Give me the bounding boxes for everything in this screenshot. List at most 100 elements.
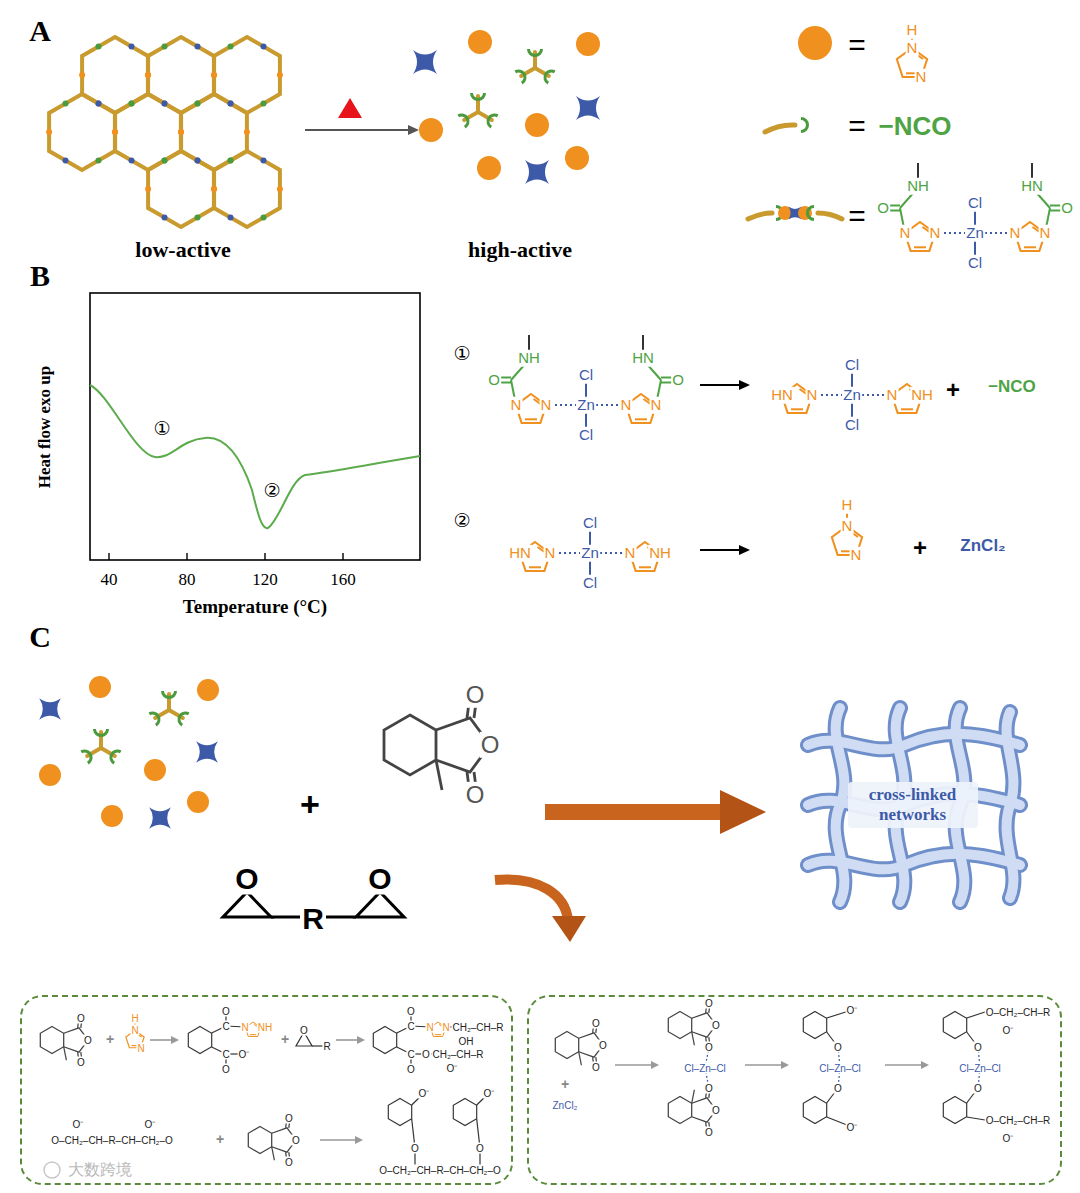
atom-label: N — [1039, 225, 1052, 242]
framework-network — [46, 37, 283, 227]
network-label: cross-linked networks — [848, 782, 978, 827]
atom-label: N — [1009, 225, 1022, 242]
atom-label: N — [929, 225, 942, 242]
atom-label: O⁻ — [446, 1063, 459, 1074]
decomposition-steps — [496, 335, 922, 579]
atom-label: O — [475, 1143, 485, 1154]
mechanism-right — [555, 1003, 985, 1133]
atom-label: O — [833, 1083, 843, 1094]
atom-label: N — [624, 545, 637, 562]
atom-label: O⁻ — [1002, 1025, 1015, 1036]
atom-label: O — [591, 1062, 601, 1073]
atom-label: O — [704, 998, 714, 1009]
atom-label: O⁻ — [144, 1119, 157, 1130]
tick-label: 80 — [179, 571, 196, 590]
atom-label: Cl — [844, 417, 860, 434]
plus-sign: + — [106, 1032, 114, 1047]
atom-label: NH — [910, 387, 934, 404]
atom-label: N — [441, 1022, 450, 1033]
atom-label: O⁻ — [1002, 1133, 1015, 1144]
atom-label: NH — [906, 178, 930, 195]
equals-sign: = — [848, 199, 866, 232]
atom-label: CH₂–CH–R — [451, 1022, 504, 1033]
atom-label: O — [465, 682, 486, 708]
tick-label: 120 — [252, 571, 278, 590]
plus-sign: + — [216, 1132, 224, 1147]
atom-label: O — [711, 1105, 721, 1116]
atom-label: H — [130, 1013, 139, 1024]
tick-label: 160 — [330, 571, 356, 590]
reaction-arrows — [495, 790, 766, 942]
atom-label: N — [510, 397, 523, 414]
atom-label: O — [1060, 200, 1074, 217]
atom-label: O⁻ — [418, 1088, 431, 1099]
atom-label: Zn — [580, 545, 600, 562]
atom-label: N — [650, 397, 663, 414]
atom-label: O⁻ — [846, 1122, 859, 1133]
atom-label: O — [876, 200, 890, 217]
atom-label: ZnCl₂ — [552, 1100, 579, 1111]
atom-label: N — [850, 547, 863, 564]
atom-label: O — [671, 372, 685, 389]
atom-label: N — [899, 225, 912, 242]
atom-label: Cl — [844, 357, 860, 374]
atom-label: O — [406, 1064, 416, 1075]
state-caption: high-active — [468, 238, 572, 262]
atom-label: Zn — [842, 387, 862, 404]
atom-label: Zn — [576, 397, 596, 414]
mechanism-box: OOO+HNNCONNHCO⁻O+OROCNNCH₂–CH–ROHCOOCH₂–… — [20, 995, 513, 1185]
released-species — [413, 30, 600, 184]
atom-label: O — [591, 1018, 601, 1029]
panel-letter: C — [29, 620, 51, 653]
atom-label: N — [806, 387, 819, 404]
atom-label: N — [841, 518, 854, 535]
atom-label: O⁻ — [483, 1088, 496, 1099]
atom-label: C — [406, 1021, 415, 1032]
atom-label: O — [833, 1042, 843, 1053]
atom-label: N — [425, 1022, 434, 1033]
atom-label: O — [221, 1006, 231, 1017]
atom-label: Cl — [582, 515, 598, 532]
atom-label: HN — [631, 350, 655, 367]
atom-label: O — [598, 1040, 608, 1051]
atom-label: O⁻ — [72, 1119, 85, 1130]
panel-letter: A — [29, 14, 51, 47]
reactants — [39, 676, 490, 917]
atom-label: O–CH₂–CH–R — [985, 1007, 1051, 1018]
formula-label: ZnCl₂ — [960, 537, 1005, 556]
atom-label: O — [421, 1049, 431, 1060]
atom-label: HN — [770, 387, 794, 404]
atom-label: O — [284, 1157, 294, 1168]
heat-arrow — [305, 98, 419, 135]
atom-label: O — [410, 1143, 420, 1154]
atom-label: N — [620, 397, 633, 414]
atom-label: Cl–Zn–Cl — [958, 1063, 1002, 1074]
atom-label: N — [915, 69, 928, 86]
atom-label: Cl — [578, 427, 594, 444]
atom-label: O–CH₂–CH–R — [985, 1115, 1051, 1126]
atom-label: OH — [458, 1036, 475, 1047]
atom-label: C — [406, 1049, 415, 1060]
atom-label: O — [406, 1006, 416, 1017]
atom-label: HN — [1020, 178, 1044, 195]
callout-number: ① — [153, 418, 170, 439]
plus-sign: + — [281, 1032, 289, 1047]
atom-label: N — [240, 1022, 249, 1033]
atom-label: O — [704, 1127, 714, 1138]
atom-label: O — [76, 1013, 86, 1024]
atom-label: Cl–Zn–Cl — [818, 1063, 862, 1074]
plus-sign: + — [946, 377, 960, 403]
atom-label: Cl — [578, 367, 594, 384]
plus-sign: + — [561, 1077, 569, 1092]
axis-title: Heat flow exo up — [36, 366, 55, 488]
group-label: −NCO — [988, 378, 1036, 397]
atom-label: N — [540, 397, 553, 414]
atom-label: HN — [508, 545, 532, 562]
atom-label: O — [234, 862, 259, 895]
atom-label: N — [136, 1043, 145, 1054]
panel-letter: B — [30, 259, 50, 292]
atom-label: N — [906, 40, 919, 57]
state-caption: low-active — [135, 238, 230, 262]
atom-label: O — [704, 1042, 714, 1053]
